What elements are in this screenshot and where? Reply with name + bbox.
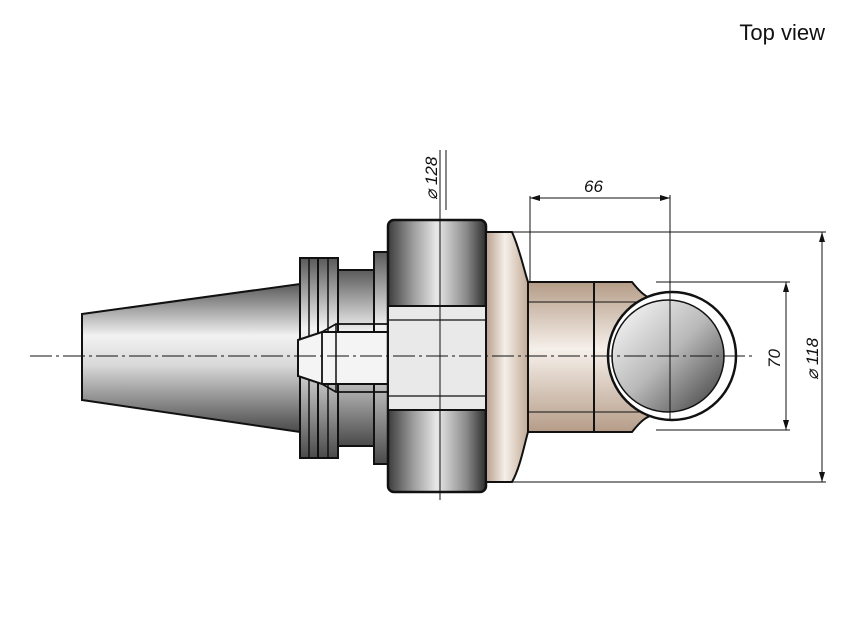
dimension-head-diameter: ⌀ 118 <box>512 231 826 483</box>
bronze-neck <box>527 281 595 433</box>
taper-shank <box>81 282 301 434</box>
dimension-flange-diameter: ⌀ 128 <box>422 150 447 220</box>
dimension-tip-width: 66 <box>529 177 671 282</box>
dimension-ball-diameter: 70 <box>656 281 790 431</box>
label-ball-diameter: 70 <box>765 349 784 368</box>
label-tip-width: 66 <box>584 177 603 196</box>
label-flange-diameter: ⌀ 128 <box>422 156 441 200</box>
pilot-step <box>297 331 389 385</box>
bronze-head <box>485 231 529 483</box>
view-title: Top view <box>739 20 825 45</box>
label-head-diameter: ⌀ 118 <box>803 337 822 380</box>
